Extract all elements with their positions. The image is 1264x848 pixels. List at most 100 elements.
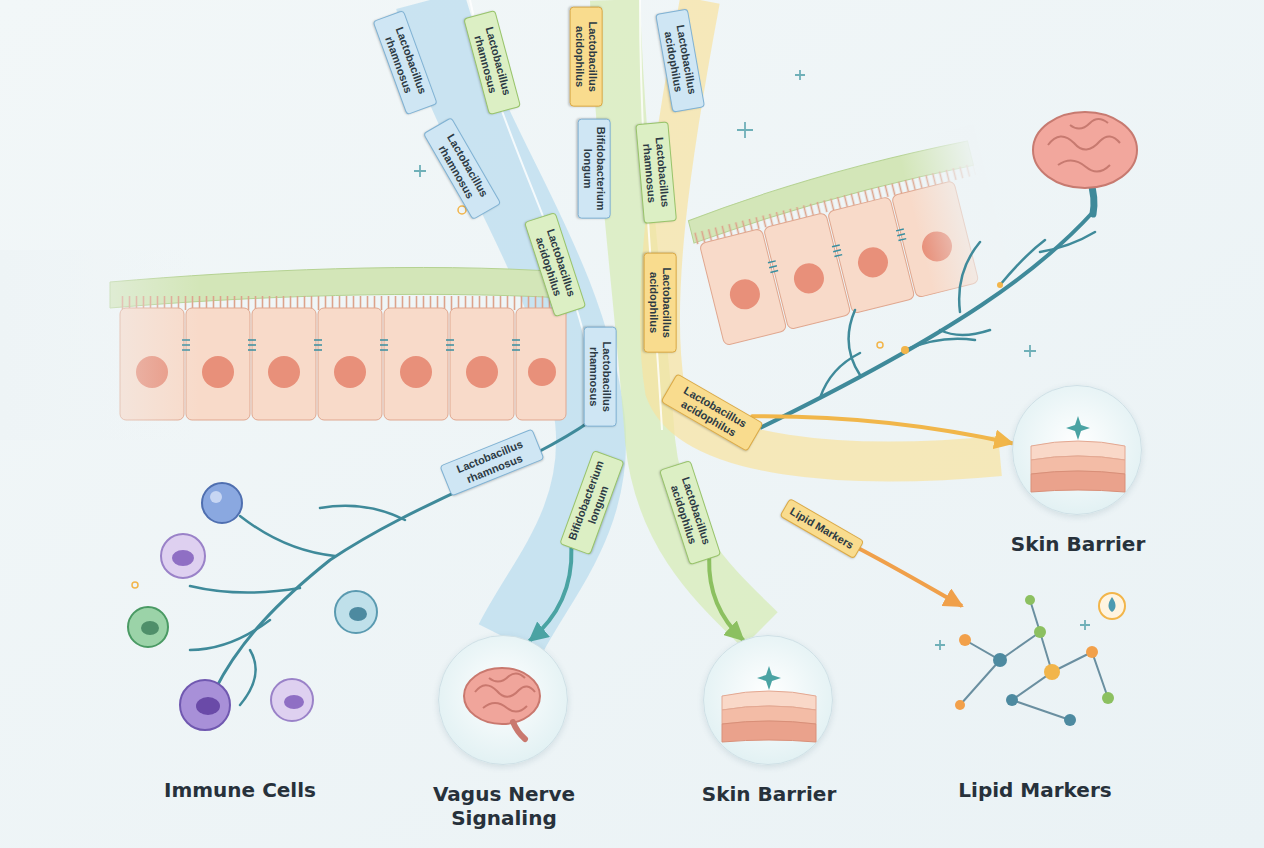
tag-text: Lactobacillus rhamnosus — [430, 125, 495, 212]
nerve-branch — [820, 232, 1095, 398]
bond — [960, 600, 1108, 720]
brain-nerve — [760, 112, 1137, 428]
tag-text: Lactobacillus acidophilus — [665, 467, 716, 557]
bacteria-tag: Lactobacillus acidophilus — [659, 459, 722, 564]
immune-branch — [190, 506, 405, 705]
skin-layer — [722, 721, 816, 742]
immune-cell — [202, 483, 242, 523]
epithelial-cell — [252, 308, 316, 420]
immune-cell — [161, 534, 205, 578]
sparkle — [1066, 416, 1090, 440]
skin-layer — [1031, 471, 1125, 492]
nerve-dot — [997, 282, 1003, 288]
atom — [1025, 595, 1035, 605]
outcome-label: Vagus Nerve Signaling — [404, 782, 604, 830]
tag-text: Lactobacillus rhamnosus — [587, 333, 612, 419]
outcome-label: Immune Cells — [110, 778, 370, 802]
sparkle — [757, 666, 781, 690]
outcome-label: Lipid Markers — [905, 778, 1165, 802]
nucleus — [334, 356, 366, 388]
tag-text: Lactobacillus acidophilus — [660, 16, 700, 105]
tag-text: Bifidobacterium longum — [565, 457, 618, 546]
nucleus — [349, 607, 367, 621]
tight-junction — [768, 229, 906, 273]
brain-icon — [439, 636, 569, 766]
outcome-circle: Vagus Nerve Signaling — [438, 635, 568, 765]
atom — [1064, 714, 1076, 726]
sparkle-dot — [132, 582, 138, 588]
brain — [464, 668, 540, 724]
atom — [1102, 692, 1114, 704]
droplet — [1109, 597, 1116, 612]
epithelial-cell — [384, 308, 448, 420]
immune-cell — [335, 591, 377, 633]
tag-text: Lactobacillus rhamnosus — [469, 17, 516, 107]
outcome-circle: Skin Barrier — [1012, 385, 1142, 515]
bacteria-tag: Bifidobacterium longum — [577, 118, 610, 218]
brain-stem — [513, 722, 525, 739]
tag-text: Lactobacillus acidophilus — [647, 259, 672, 345]
nucleus — [202, 356, 234, 388]
droplet-icon — [1099, 593, 1125, 619]
cell-highlight — [210, 491, 222, 503]
nucleus — [141, 621, 159, 635]
bacteria-tag: Lactobacillus rhamnosus — [635, 121, 677, 224]
atom — [1034, 626, 1046, 638]
tag-text: Lactobacillus acidophilus — [573, 13, 598, 99]
flow-arrow — [752, 416, 1012, 443]
tag-text: Bifidobacterium longum — [581, 125, 606, 211]
atom — [1086, 646, 1098, 658]
outcome-label: Skin Barrier — [669, 782, 869, 806]
bacteria-tag: Lactobacillus acidophilus — [655, 8, 705, 112]
outcome-label: Skin Barrier — [978, 532, 1178, 556]
tag-text: Lactobacillus rhamnosus — [640, 128, 673, 216]
outcome-circle: Skin Barrier — [703, 635, 833, 765]
nerve-dot — [901, 346, 909, 354]
tag-text: Lactobacillus rhamnosus — [378, 17, 431, 106]
nucleus — [268, 356, 300, 388]
immune-cell — [271, 679, 313, 721]
brain-folds — [1048, 119, 1120, 172]
bacteria-tag: Lactobacillus acidophilus — [569, 6, 602, 106]
nucleus — [172, 550, 194, 566]
nucleus — [791, 260, 827, 296]
immune-cell — [180, 680, 230, 730]
bacteria-tag: Lactobacillus rhamnosus — [423, 117, 502, 220]
tight-junction — [182, 340, 520, 350]
atom — [1006, 694, 1018, 706]
nucleus — [466, 356, 498, 388]
epithelial-cell — [318, 308, 382, 420]
nucleus — [400, 356, 432, 388]
tag-text: Lactobacillus rhamnosus — [447, 434, 536, 490]
fade — [0, 250, 200, 440]
bacteria-tag: Lactobacillus rhamnosus — [463, 10, 521, 115]
immune-cell — [128, 607, 168, 647]
bacteria-tag: Lactobacillus acidophilus — [643, 252, 676, 352]
tag-text: Lactobacillus acidophilus — [530, 219, 581, 309]
lipid-molecules — [955, 593, 1125, 726]
atom — [993, 653, 1007, 667]
tag-text: Lactobacillus acidophilus — [668, 380, 755, 445]
immune-cluster — [128, 420, 592, 730]
nucleus — [284, 695, 304, 709]
bacteria-tag: Bifidobacterium longum — [559, 449, 624, 554]
epithelial-cell — [516, 308, 566, 420]
atom — [955, 700, 965, 710]
nucleus — [196, 697, 220, 715]
bacteria-tag: Lactobacillus rhamnosus — [372, 9, 437, 114]
sparkle-dot — [877, 342, 883, 348]
tag-text: Lipid Markers — [788, 504, 856, 551]
atom — [959, 634, 971, 646]
left-epithelium — [0, 250, 566, 440]
nucleus — [528, 358, 556, 386]
bacteria-tag: Lipid Markers — [780, 497, 864, 558]
bacteria-tag: Lactobacillus acidophilus — [660, 373, 763, 452]
lipid-arrow — [858, 548, 962, 606]
brain — [1033, 112, 1137, 188]
bacteria-tag: Lactobacillus acidophilus — [524, 211, 587, 316]
sparkle — [414, 70, 1090, 650]
atom — [1044, 664, 1060, 680]
nucleus — [855, 244, 891, 280]
